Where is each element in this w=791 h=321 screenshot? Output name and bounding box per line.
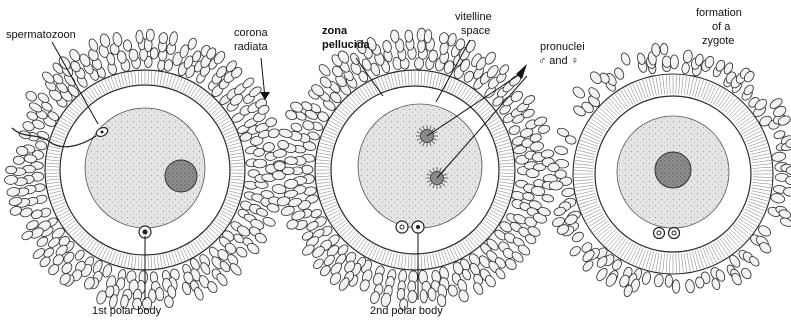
corona-cell xyxy=(390,29,400,42)
label-pronuclei-line2: ♂ and ♀ xyxy=(538,55,579,67)
corona-cell xyxy=(683,50,694,64)
label-zygote-line1: formation xyxy=(696,7,742,19)
corona-cell xyxy=(660,43,668,55)
corona-cell xyxy=(382,40,393,54)
corona-cell xyxy=(36,91,50,104)
corona-cell xyxy=(541,194,554,204)
corona-cell xyxy=(274,161,285,170)
egg-2 xyxy=(274,28,558,310)
corona-cell xyxy=(73,248,86,261)
corona-cell xyxy=(146,29,154,41)
corona-cell xyxy=(6,166,17,174)
corona-cell xyxy=(155,287,165,301)
corona-cell xyxy=(588,70,603,86)
corona-cell xyxy=(620,52,632,67)
corona-cell xyxy=(68,48,82,63)
corona-cell xyxy=(681,62,690,74)
corona-cell xyxy=(472,281,485,296)
corona-cell xyxy=(554,145,569,156)
label-zygote-line3: zygote xyxy=(702,35,734,47)
corona-cell xyxy=(665,275,673,288)
label-pronuclei-line1: pronuclei xyxy=(540,41,585,53)
corona-cell xyxy=(235,245,249,259)
corona-cell xyxy=(641,271,652,285)
oocyte-nucleus xyxy=(165,160,197,192)
label-corona-line2: radiata xyxy=(234,41,269,53)
label-vitelline-line1: vitelline xyxy=(455,11,492,23)
label-zona-line1: zona xyxy=(322,25,348,37)
corona-cell xyxy=(457,289,470,304)
corona-cell xyxy=(168,31,178,46)
corona-cell xyxy=(317,62,332,77)
label-2nd-polar-body: 2nd polar body xyxy=(370,305,443,317)
label-spermatozoon: spermatozoon xyxy=(6,29,76,41)
corona-cell xyxy=(290,122,303,133)
corona-cell xyxy=(267,128,280,139)
corona-cell xyxy=(163,59,174,72)
corona-cell xyxy=(301,165,313,174)
corona-cell xyxy=(136,30,144,43)
corona-cell xyxy=(779,216,791,228)
corona-cell xyxy=(13,156,25,165)
corona-cell xyxy=(654,274,664,288)
corona-cell xyxy=(349,52,361,66)
corona-cell xyxy=(568,245,582,258)
zygote-nucleus xyxy=(655,152,691,188)
corona-cell xyxy=(253,159,267,169)
corona-cell xyxy=(670,55,678,69)
corona-cell xyxy=(770,192,786,204)
corona-cell xyxy=(508,124,522,136)
corona-cell xyxy=(548,163,560,172)
label-corona-line1: corona xyxy=(234,27,269,39)
corona-cell xyxy=(740,266,753,280)
label-zona-line2: pellucida xyxy=(322,39,371,51)
corona-cell xyxy=(571,85,587,100)
corona-cell xyxy=(24,89,38,103)
corona-cell xyxy=(771,151,786,162)
corona-cell xyxy=(405,30,413,42)
egg-3 xyxy=(548,43,791,298)
corona-cell xyxy=(35,140,48,151)
corona-cell xyxy=(581,259,595,273)
corona-cell xyxy=(87,38,99,53)
corona-cell xyxy=(408,290,417,302)
corona-cell xyxy=(301,119,315,132)
label-1st-polar-body: 1st polar body xyxy=(92,305,162,317)
label-zygote-line2: of a xyxy=(712,21,731,33)
label-vitelline-line2: space xyxy=(461,25,490,37)
corona-cell xyxy=(672,280,680,294)
cytoplasm-2 xyxy=(358,104,482,228)
corona-cell xyxy=(685,279,696,294)
corona-cell xyxy=(561,187,575,197)
corona-cell xyxy=(123,39,133,51)
corona-cell xyxy=(541,149,554,158)
egg-1 xyxy=(4,29,287,310)
